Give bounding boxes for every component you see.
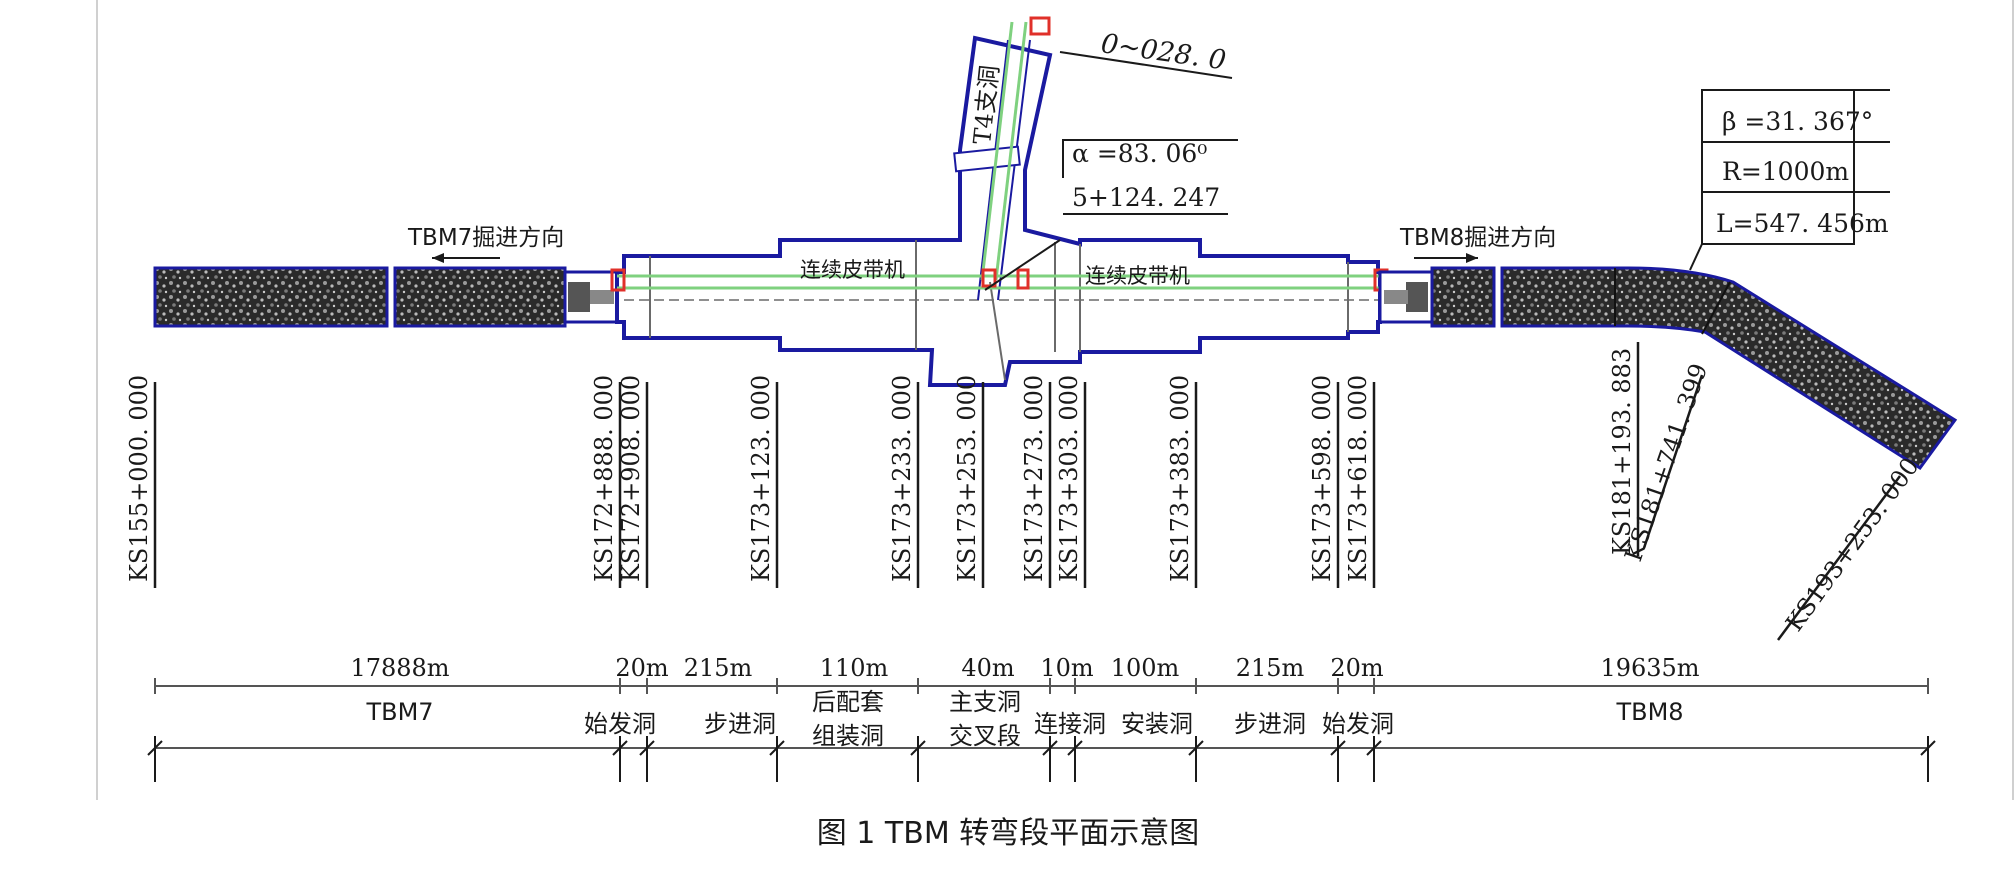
segment-name: 安装洞 — [1121, 710, 1193, 738]
segment-name: 主支洞 — [949, 688, 1021, 716]
dimension-slash — [1366, 740, 1382, 756]
cavern-outline — [615, 35, 1382, 387]
chainage-label: KS173+618. 000 — [1344, 375, 1372, 582]
segment-name: 后配套 — [812, 688, 884, 716]
segment-name: 步进洞 — [704, 710, 776, 738]
dimension-slash — [147, 740, 163, 756]
right-border — [2012, 0, 2014, 800]
annotation-leaders — [984, 51, 1890, 291]
dimension-slash — [1042, 740, 1058, 756]
tbm8-machine — [1378, 270, 1434, 324]
chainage-label: KS193+253. 000 — [1780, 452, 1924, 636]
dimension-slash — [1920, 740, 1936, 756]
segment-name: 始发洞 — [584, 710, 656, 738]
segment-length: 19635m — [1600, 654, 1699, 682]
dimension-slash — [639, 740, 655, 756]
segment-length: 215m — [1236, 654, 1305, 682]
curve-radius-label: R=1000m — [1722, 157, 1849, 186]
direction-arrows — [432, 253, 1478, 263]
alpha-angle-label: α =83. 06⁰ — [1072, 139, 1207, 168]
dimension-slash — [1067, 740, 1083, 756]
belt-conveyor-rails — [617, 21, 1380, 290]
tbm7-machine — [563, 270, 619, 324]
branch-chainage-label: 0~028. 0 — [1099, 28, 1228, 76]
chainage-label: KS173+303. 000 — [1055, 375, 1083, 582]
tbm7-tunnel — [153, 266, 619, 328]
dimension-slash — [612, 740, 628, 756]
chainage-label: KS173+253. 000 — [953, 375, 981, 582]
segment-length: 110m — [820, 654, 889, 682]
tbm-plan-diagram: 0~028. 0 T4支洞 α =83. 06⁰ 5+124. 247 β =3… — [125, 16, 1958, 782]
chainage-label: KS155+000. 000 — [125, 375, 153, 582]
figure-caption: 图 1 TBM 转弯段平面示意图 — [816, 816, 1200, 851]
segment-name: 组装洞 — [812, 722, 884, 750]
belt-label-left: 连续皮带机 — [800, 258, 905, 282]
left-border — [96, 0, 98, 800]
curve-beta-label: β =31. 367° — [1722, 107, 1873, 136]
segment-name: 步进洞 — [1234, 710, 1306, 738]
curve-length-label: L=547. 456m — [1716, 209, 1889, 238]
dimension-slash — [1188, 740, 1204, 756]
dimension-slash — [910, 740, 926, 756]
segment-length: 20m — [1330, 654, 1384, 682]
segment-length: 10m — [1040, 654, 1094, 682]
chainage-label: KS172+908. 000 — [617, 375, 645, 582]
chainage-label: KS172+888. 000 — [590, 375, 618, 582]
segment-name: TBM8 — [1615, 698, 1683, 726]
chainage-label: KS173+598. 000 — [1308, 375, 1336, 582]
segment-length: 40m — [961, 654, 1015, 682]
segment-length: 20m — [615, 654, 669, 682]
chainage-tick — [1642, 374, 1704, 549]
segment-length: 100m — [1111, 654, 1180, 682]
chainage-label: KS173+383. 000 — [1166, 375, 1194, 582]
chainage-label: KS173+233. 000 — [888, 375, 916, 582]
segment-name: 交叉段 — [949, 722, 1021, 750]
tbm8-tunnel — [1378, 266, 1958, 471]
alpha-chainage-label: 5+124. 247 — [1072, 183, 1220, 212]
segment-length: 215m — [684, 654, 753, 682]
belt-label-right: 连续皮带机 — [1085, 264, 1190, 288]
chainage-tick — [1776, 475, 1902, 641]
tbm8-direction-label: TBM8掘进方向 — [1399, 225, 1556, 251]
tbm7-direction-label: TBM7掘进方向 — [407, 225, 564, 251]
chainage-label: KS173+123. 000 — [747, 375, 775, 582]
segment-length: 17888m — [350, 654, 449, 682]
segment-name: 始发洞 — [1322, 710, 1394, 738]
dimension-slash — [769, 740, 785, 756]
segment-name: TBM7 — [365, 698, 433, 726]
dimension-slash — [1330, 740, 1346, 756]
chainage-label: KS181+193. 883 — [1608, 348, 1636, 555]
chainage-label: KS173+273. 000 — [1020, 375, 1048, 582]
segment-name: 连接洞 — [1034, 710, 1106, 738]
